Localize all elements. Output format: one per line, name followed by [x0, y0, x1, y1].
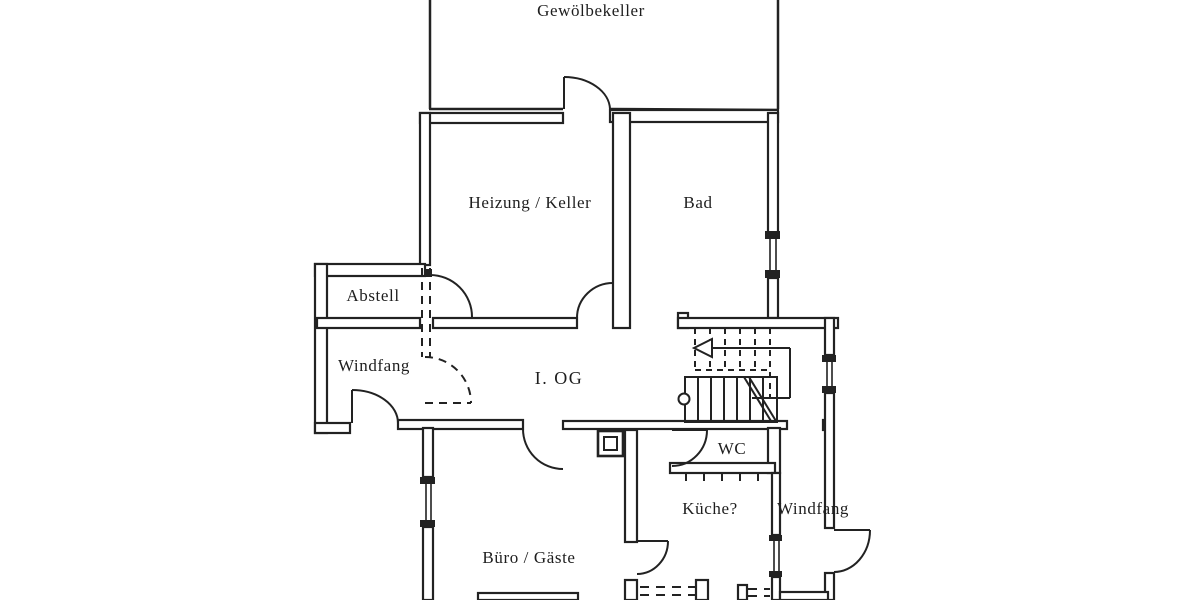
door-buero [522, 428, 564, 470]
room-label-kueche: Küche? [682, 499, 738, 518]
door-kueche [636, 540, 669, 575]
window-stair-hall [822, 355, 836, 393]
window-bad [765, 231, 780, 278]
walls-layer [313, 108, 840, 600]
room-label-gewoelbekeller: Gewölbekeller [537, 1, 645, 20]
radiator-ticks [685, 473, 759, 481]
room-label-bad: Bad [683, 193, 712, 212]
dashed-door-windfang [424, 356, 472, 404]
dashed-bottom-openings [640, 586, 770, 597]
shaft-fixture [596, 429, 625, 458]
window-buero [420, 477, 435, 527]
window-windfang-rechts [769, 535, 782, 577]
doors-layer [351, 76, 871, 575]
room-label-buero-gaeste: Büro / Gäste [482, 548, 575, 567]
stair-upper-flight-dashed [694, 328, 771, 398]
labels-layer: Gewölbekeller Heizung / Keller Bad Abste… [338, 1, 849, 567]
room-label-windfang-rechts: Windfang [777, 499, 849, 518]
room-label-heizung-keller: Heizung / Keller [469, 193, 592, 212]
stair-direction-arrow-icon [691, 337, 713, 359]
door-eingang-windfang [833, 529, 871, 573]
door-windfang-links [351, 389, 399, 424]
shaft-fixture-inner [603, 436, 618, 451]
room-label-windfang-links: Windfang [338, 356, 410, 375]
door-abstell-heizung [424, 269, 473, 318]
door-gewoelbekeller [563, 76, 611, 110]
dashed-layer [421, 268, 771, 597]
windows-layer [420, 231, 836, 577]
stair-start-marker [677, 392, 691, 406]
fixtures-layer [596, 429, 759, 481]
door-heizung-flur [576, 282, 614, 319]
door-wc [671, 429, 708, 467]
floor-level-label: I. OG [535, 368, 584, 388]
room-label-wc: WC [718, 439, 747, 458]
staircase [677, 337, 791, 423]
room-label-abstell: Abstell [346, 286, 399, 305]
